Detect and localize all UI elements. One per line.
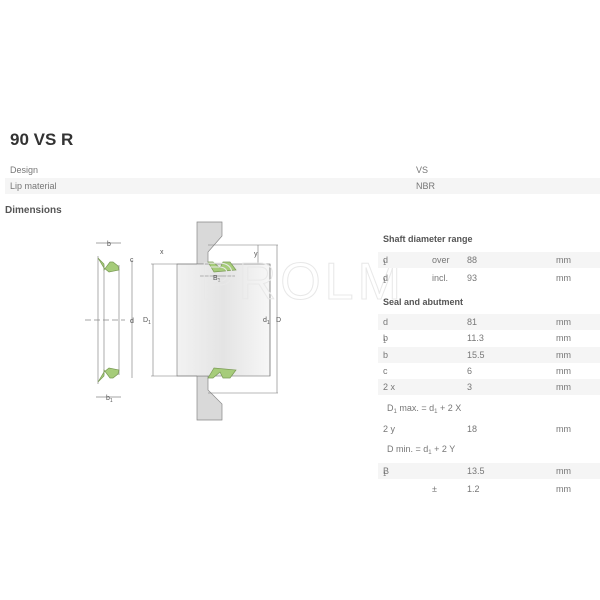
symbol-sub: 1 xyxy=(383,261,387,267)
unit: mm xyxy=(556,333,571,343)
qualifier: over xyxy=(432,255,450,265)
table-row: b 15.5 mm xyxy=(378,347,600,363)
value: 1.2 xyxy=(467,484,480,494)
property-row-design: Design VS xyxy=(5,162,600,178)
product-title: 90 VS R xyxy=(10,130,74,149)
value: 13.5 xyxy=(467,466,485,476)
property-row-lip-material: Lip material NBR xyxy=(5,178,600,194)
table-row: 2 x 3 mm xyxy=(378,379,600,395)
table-row: 2 y 18 mm xyxy=(378,421,600,437)
value: 11.3 xyxy=(467,333,484,343)
value: 18 xyxy=(467,424,478,434)
unit: mm xyxy=(556,382,571,392)
dimensions-heading: Dimensions xyxy=(5,205,62,216)
symbol-sub: 1 xyxy=(383,472,387,478)
formula-d-min: D min. = d1 + 2 Y xyxy=(387,444,456,456)
value: 15.5 xyxy=(467,350,485,360)
formula-d1-max: D1 max. = d1 + 2 X xyxy=(387,403,462,415)
unit: mm xyxy=(556,317,571,327)
unit: mm xyxy=(556,273,571,283)
table-row: d 81 mm xyxy=(378,314,600,330)
value: 3 xyxy=(467,382,473,392)
symbol-sub: 1 xyxy=(383,339,387,345)
svg-text:x: x xyxy=(160,249,164,256)
svg-text:B1: B1 xyxy=(213,275,221,284)
qualifier: incl. xyxy=(432,273,449,283)
table-row: ± 1.2 mm xyxy=(378,481,600,497)
svg-text:D1: D1 xyxy=(143,317,151,326)
property-label: Design xyxy=(10,165,39,175)
unit: mm xyxy=(556,466,571,476)
svg-text:b: b xyxy=(107,241,111,248)
symbol: b xyxy=(383,350,389,360)
symbol: 2 x xyxy=(383,382,396,392)
seal-abutment-heading: Seal and abutment xyxy=(383,297,464,307)
symbol: c xyxy=(383,366,388,376)
unit: mm xyxy=(556,366,571,376)
svg-text:y: y xyxy=(254,251,258,258)
seal-cross-section-icon xyxy=(85,242,133,398)
unit: mm xyxy=(556,255,571,265)
symbol: b xyxy=(383,333,389,343)
symbol: d xyxy=(383,317,389,327)
watermark: PROLM xyxy=(200,253,405,312)
svg-text:b1: b1 xyxy=(106,395,113,404)
value: 81 xyxy=(467,317,478,327)
unit: mm xyxy=(556,350,571,360)
symbol: d xyxy=(383,273,389,283)
svg-text:d: d xyxy=(130,318,134,325)
svg-text:d1: d1 xyxy=(263,317,270,326)
value: 6 xyxy=(467,366,473,376)
value: 93 xyxy=(467,273,478,283)
qualifier: ± xyxy=(432,484,437,494)
symbol: B xyxy=(383,466,390,476)
symbol: d xyxy=(383,255,389,265)
table-row: c 6 mm xyxy=(378,363,600,379)
unit: mm xyxy=(556,424,571,434)
svg-text:D: D xyxy=(276,317,281,324)
unit: mm xyxy=(556,484,571,494)
value: 88 xyxy=(467,255,478,265)
property-label: Lip material xyxy=(10,181,57,191)
symbol: 2 y xyxy=(383,424,396,434)
property-value: VS xyxy=(416,165,429,175)
symbol-sub: 1 xyxy=(383,279,387,285)
shaft-range-heading: Shaft diameter range xyxy=(383,234,473,244)
svg-text:c: c xyxy=(130,257,134,264)
property-value: NBR xyxy=(416,181,436,191)
